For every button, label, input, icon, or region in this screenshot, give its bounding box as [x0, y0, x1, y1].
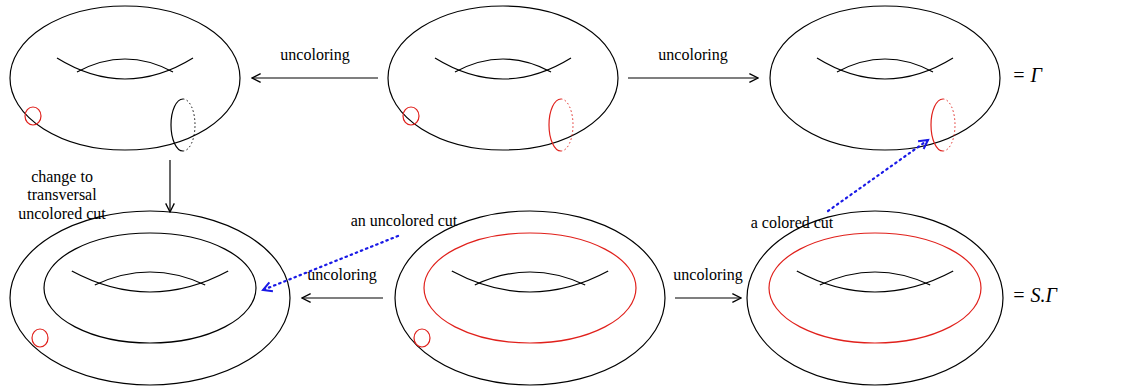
- torus: [388, 6, 618, 151]
- annotation: uncoloring: [280, 46, 349, 64]
- map-arrow: [252, 77, 378, 78]
- leader-line: [828, 140, 928, 211]
- trivial-loop: [25, 107, 41, 125]
- annotation: change to transversal uncolored cut: [6, 168, 118, 223]
- torus: [747, 211, 1003, 385]
- torus: [10, 211, 290, 385]
- torus: [770, 6, 1000, 151]
- annotation: uncoloring: [658, 46, 727, 64]
- leader-head: [263, 282, 273, 291]
- annotation: uncoloring: [307, 266, 376, 284]
- meridian-cut: [549, 99, 561, 151]
- annotation: uncoloring: [673, 266, 742, 284]
- annotation: a colored cut: [751, 214, 834, 232]
- leader-head: [918, 140, 928, 149]
- meridian-cut: [171, 99, 183, 151]
- map-arrow: [675, 297, 741, 298]
- equation-label: = S.Γ: [1012, 284, 1057, 307]
- annotation: an uncolored cut: [351, 212, 458, 230]
- meridian-hidden: [943, 99, 955, 151]
- trivial-loop: [414, 329, 430, 347]
- torus: [10, 6, 240, 151]
- meridian-hidden: [183, 99, 195, 151]
- leader-line: [263, 236, 398, 290]
- meridian-hidden: [561, 99, 573, 151]
- map-arrow: [169, 160, 170, 212]
- trivial-loop: [32, 329, 48, 347]
- equation-label: = Γ: [1012, 64, 1042, 87]
- map-arrow: [302, 297, 383, 298]
- meridian-cut: [931, 99, 943, 151]
- longitude-cut: [424, 233, 636, 343]
- torus: [395, 211, 665, 385]
- trivial-loop: [403, 107, 419, 125]
- map-arrow: [628, 77, 758, 78]
- longitude-cut: [44, 233, 256, 343]
- longitude-cut: [769, 233, 981, 343]
